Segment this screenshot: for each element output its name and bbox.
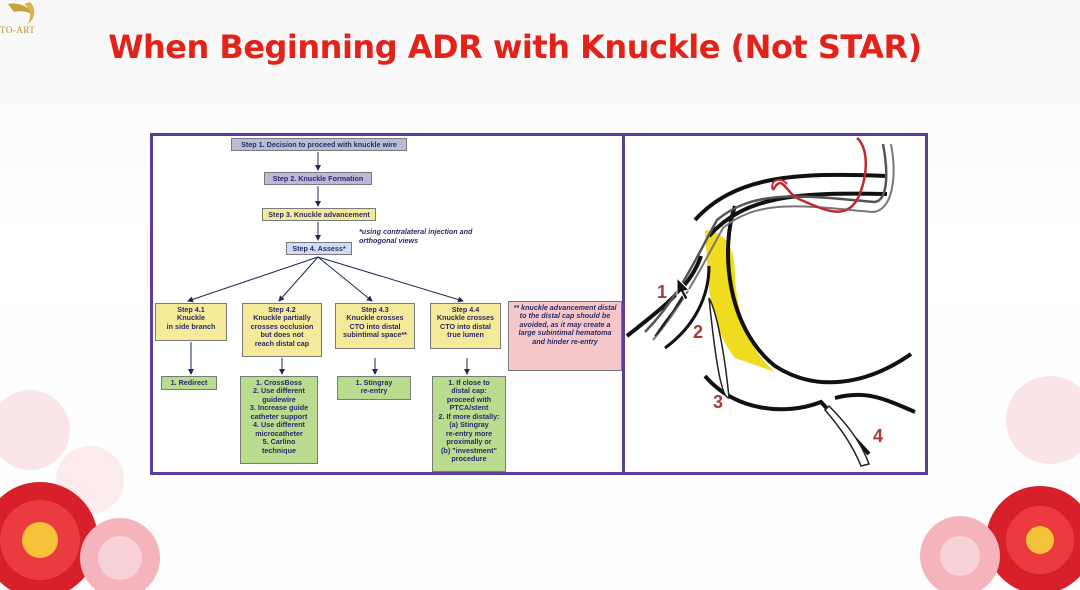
flow-action-4-1: 1. Redirect [161, 376, 217, 390]
vessel-wall-lower [703, 374, 871, 456]
logo-text: TO-ART [0, 25, 36, 35]
flow-action-4-3: 1. Stingray re-entry [337, 376, 411, 400]
flow-step-4-2: Step 4.2 Knuckle partially crosses occlu… [242, 303, 322, 357]
flow-step-4-4: Step 4.4 Knuckle crosses CTO into distal… [430, 303, 501, 349]
flowchart-panel: Step 1. Decision to proceed with knuckle… [150, 133, 625, 475]
diagram-label-1: 1 [657, 282, 668, 302]
red-wire [771, 137, 867, 213]
flow-action-4-4: 1. If close to distal cap: proceed with … [432, 376, 506, 472]
flow-step-3: Step 3. Knuckle advancement [262, 208, 376, 221]
flow-step-4: Step 4. Assess* [286, 242, 352, 255]
red-wire-loop [771, 178, 788, 191]
flower-decoration-left [0, 390, 160, 590]
vessel-wall-right [726, 205, 913, 385]
vessel-wall-left-inner [664, 265, 711, 350]
slide-title: When Beginning ADR with Knuckle (Not STA… [108, 28, 922, 66]
diagram-label-3: 3 [713, 392, 724, 412]
flowchart-arrows [187, 152, 470, 375]
occlusion-segment [705, 230, 775, 372]
diagram-label-2: 2 [693, 322, 704, 342]
vessel-diagram-panel: 1 2 3 4 [622, 133, 928, 475]
diagram-label-4: 4 [873, 426, 884, 446]
vessel-wall-upper-outer [693, 172, 888, 222]
cursor-arrow-icon [676, 276, 691, 301]
logo-icon [8, 2, 35, 24]
flow-action-4-2: 1. CrossBoss 2. Use different guidewire … [240, 376, 318, 464]
vessel-diagram [625, 137, 916, 467]
flower-decoration-right [920, 376, 1080, 590]
flow-step-2: Step 2. Knuckle Formation [264, 172, 372, 185]
vessel-wall-upper-inner [707, 191, 888, 238]
flow-step-4-1: Step 4.1 Knuckle in side branch [155, 303, 227, 341]
guide-catheter [644, 143, 888, 333]
guide-catheter-inner [652, 143, 895, 341]
vessel-wall-branch [834, 392, 916, 414]
knuckle-loop-3 [708, 297, 730, 399]
flow-note: *using contralateral injection and ortho… [359, 227, 473, 245]
flow-step-1: Step 1. Decision to proceed with knuckle… [231, 138, 407, 151]
knuckle-loop-4 [823, 404, 870, 467]
flow-warning: ** knuckle advancement distal to the dis… [508, 301, 622, 371]
flow-step-4-3: Step 4.3 Knuckle crosses CTO into distal… [335, 303, 415, 349]
